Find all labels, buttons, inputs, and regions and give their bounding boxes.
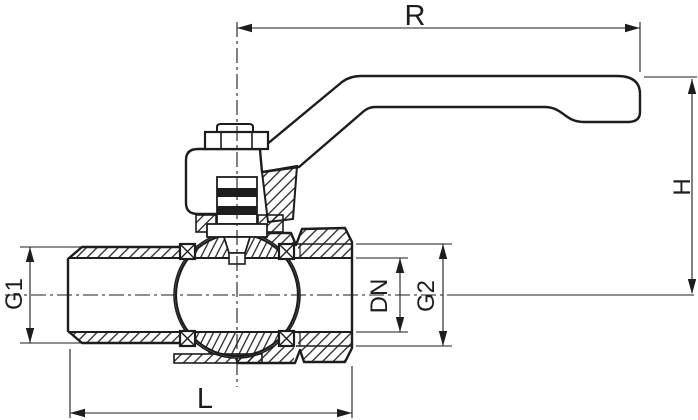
seat-ring-bottom-left	[178, 329, 197, 348]
dimension-R: R	[237, 0, 641, 72]
dimension-G1: G1	[1, 246, 90, 344]
seat-ring-bottom-right	[277, 329, 296, 348]
arrowhead-bottom	[25, 328, 35, 343]
dimension-G2: G2	[356, 243, 452, 347]
arrowhead-top	[687, 79, 697, 94]
arrowhead-top	[438, 244, 448, 259]
bottom-retainer-plate	[173, 353, 263, 364]
arrowhead-top	[395, 258, 405, 273]
dimension-label-r: R	[405, 0, 426, 32]
arrowhead-bottom	[438, 331, 448, 346]
dimension-label-l: L	[197, 383, 213, 415]
seat-ring-top-left	[178, 242, 197, 261]
seat-ring-top-right	[277, 242, 296, 261]
dimension-H: H	[644, 76, 697, 294]
dimension-DN: DN	[356, 257, 408, 333]
dimension-label-dn: DN	[366, 279, 393, 314]
nut-cap	[216, 123, 254, 133]
centerlines	[5, 22, 694, 387]
dimension-label-g2: G2	[413, 280, 440, 312]
handle-arm	[258, 74, 642, 174]
arrowhead-bottom	[687, 279, 697, 294]
dimension-L: L	[69, 349, 353, 418]
handle-hub	[184, 147, 262, 216]
male-thread-hatch-bottom	[68, 332, 206, 343]
dimension-label-g1: G1	[1, 278, 28, 310]
arrowhead-bottom	[395, 317, 405, 332]
male-thread-hatch-top	[68, 247, 206, 258]
handle-stem-tab	[260, 164, 299, 224]
valve-body	[66, 226, 354, 365]
arrowhead-right	[337, 408, 352, 418]
arrowhead-left	[70, 408, 85, 418]
arrowhead-right	[625, 23, 640, 33]
lever-handle	[184, 74, 642, 224]
dimension-label-h: H	[669, 178, 696, 195]
arrowhead-left	[237, 23, 252, 33]
arrowhead-top	[25, 247, 35, 262]
